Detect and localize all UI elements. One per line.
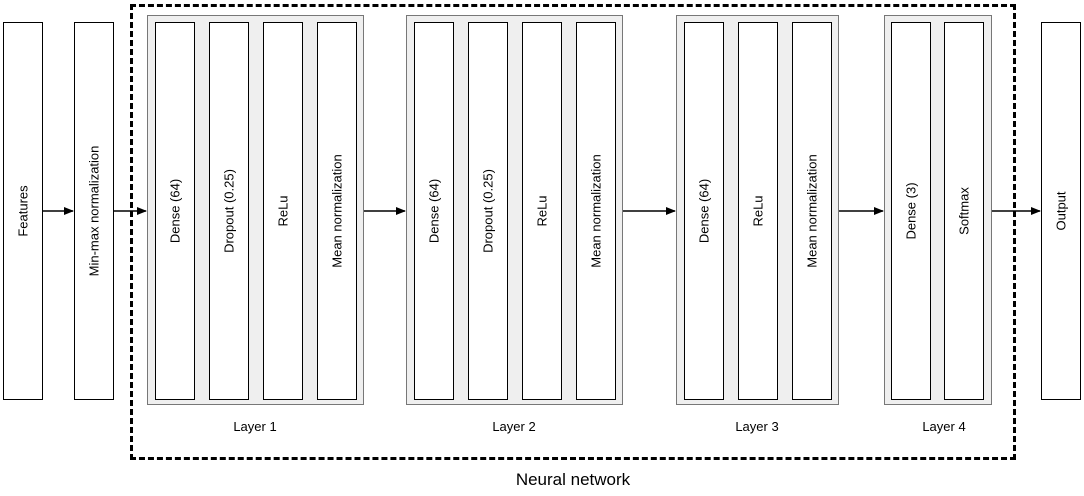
layer-1-dense-box: Dense (64) — [155, 22, 195, 400]
layer-4-softmax-box: Softmax — [944, 22, 984, 400]
features-box: Features — [3, 22, 43, 400]
neural-network-boundary — [130, 4, 1016, 460]
layer-4-dense-box: Dense (3) — [891, 22, 931, 400]
layer-4-caption: Layer 4 — [922, 419, 966, 434]
layer-3-relu-box: ReLu — [738, 22, 778, 400]
layer-2-relu-box: ReLu — [522, 22, 562, 400]
neural-network-title: Neural network — [515, 470, 631, 489]
layer-3-mean-normalization-box: Mean normalization — [792, 22, 832, 400]
layer-3-dense-box: Dense (64) — [684, 22, 724, 400]
layer-2-caption: Layer 2 — [492, 419, 536, 434]
output-box: Output — [1041, 22, 1081, 400]
layer-1-caption: Layer 1 — [233, 419, 277, 434]
layer-1-dropout-box: Dropout (0.25) — [209, 22, 249, 400]
layer-2-dense-box: Dense (64) — [414, 22, 454, 400]
layer-1-mean-normalization-box: Mean normalization — [317, 22, 357, 400]
layer-3-caption: Layer 3 — [735, 419, 779, 434]
layer-2-mean-normalization-box: Mean normalization — [576, 22, 616, 400]
layer-2-dropout-box: Dropout (0.25) — [468, 22, 508, 400]
layer-1-relu-box: ReLu — [263, 22, 303, 400]
min-max-normalization-box: Min-max normalization — [74, 22, 114, 400]
